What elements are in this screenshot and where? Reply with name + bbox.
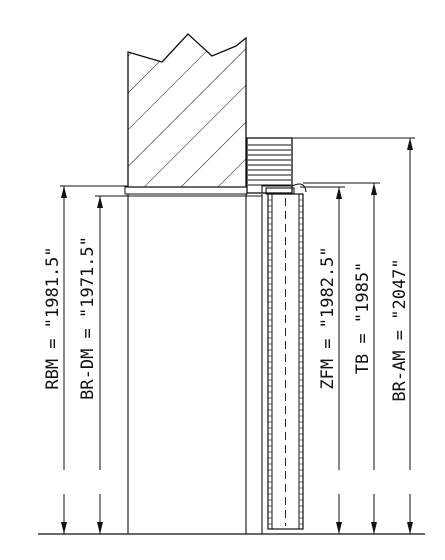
- dimension-lines: [61, 138, 413, 534]
- dimension-label-br-dm: BR-DM = "1971.5": [78, 236, 98, 400]
- dimension-line-zfm: [336, 187, 342, 534]
- dimension-label-br-am: BR-AM = "2047": [390, 258, 410, 401]
- frame-head-profile: [246, 137, 293, 194]
- extension-lines: [60, 137, 415, 197]
- dimension-line-br-am: [407, 138, 413, 534]
- dimension-line-tb: [371, 183, 377, 534]
- dimension-label-tb: TB = "1985": [353, 262, 373, 375]
- dimension-label-rbm: RBM = "1981.5": [43, 246, 63, 389]
- door-leaf: [267, 193, 304, 530]
- jamb-lines: [127, 194, 263, 534]
- dimension-label-zfm: ZFM = "1982.5": [318, 246, 338, 389]
- lintel: [124, 186, 248, 195]
- wall-section: [127, 33, 247, 188]
- dimension-line-br-dm: [97, 196, 103, 534]
- dimension-line-rbm: [61, 186, 67, 534]
